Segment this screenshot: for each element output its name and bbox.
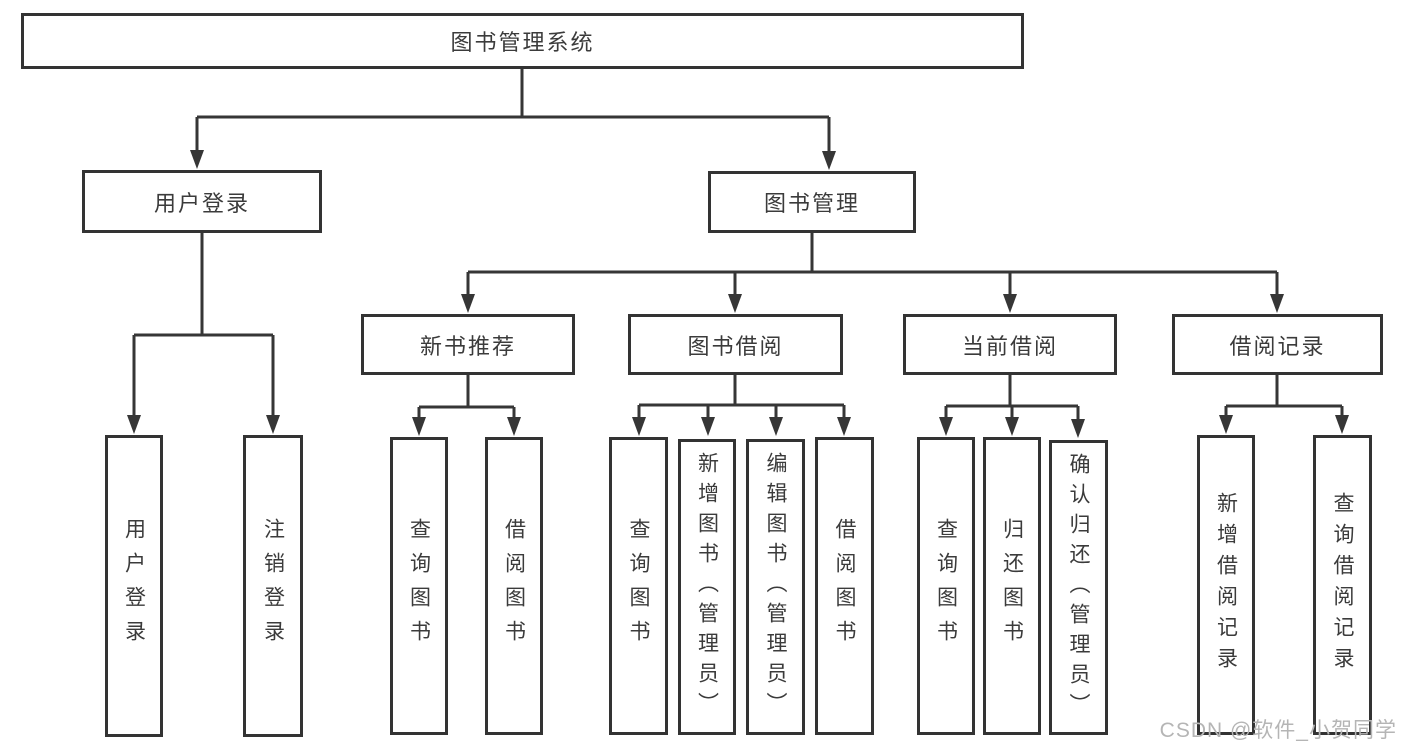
node-book-borrowing: 图书借阅: [628, 314, 843, 375]
node-library-management-system: 图书管理系统: [21, 13, 1024, 69]
leaf-confirm-return-admin: 确认归还（管理员）: [1049, 440, 1108, 735]
leaf-query-books-borrowing: 查询图书: [609, 437, 668, 735]
watermark: CSDN @软件_小贺同学: [1159, 719, 1397, 742]
leaf-logout-login: 注销登录: [243, 435, 303, 737]
node-borrowing-records: 借阅记录: [1172, 314, 1383, 375]
connector-borrow-records-to-leaves: [1219, 375, 1349, 434]
node-new-book-recommendation: 新书推荐: [361, 314, 575, 375]
connector-root-to-level1: [190, 69, 836, 170]
leaf-query-borrow-record: 查询借阅记录: [1313, 435, 1372, 735]
node-book-management: 图书管理: [708, 171, 916, 233]
leaf-borrow-books-borrowing: 借阅图书: [815, 437, 874, 735]
leaf-add-borrow-record: 新增借阅记录: [1197, 435, 1255, 735]
leaf-user-login: 用户登录: [105, 435, 163, 737]
node-current-borrowing: 当前借阅: [903, 314, 1117, 375]
connector-book-borrow-to-leaves: [632, 375, 851, 436]
leaf-add-book-admin: 新增图书（管理员）: [678, 439, 736, 735]
connector-user-login-to-leaves: [127, 233, 280, 434]
leaf-edit-book-admin: 编辑图书（管理员）: [746, 439, 805, 735]
node-user-login: 用户登录: [82, 170, 322, 233]
connector-new-book-to-leaves: [412, 375, 521, 436]
connector-book-management-to-level2: [461, 233, 1284, 313]
connector-current-borrow-to-leaves: [939, 375, 1085, 438]
leaf-query-books-current: 查询图书: [917, 437, 975, 735]
leaf-query-books-recommend: 查询图书: [390, 437, 448, 735]
leaf-return-books: 归还图书: [983, 437, 1041, 735]
leaf-borrow-books-recommend: 借阅图书: [485, 437, 543, 735]
